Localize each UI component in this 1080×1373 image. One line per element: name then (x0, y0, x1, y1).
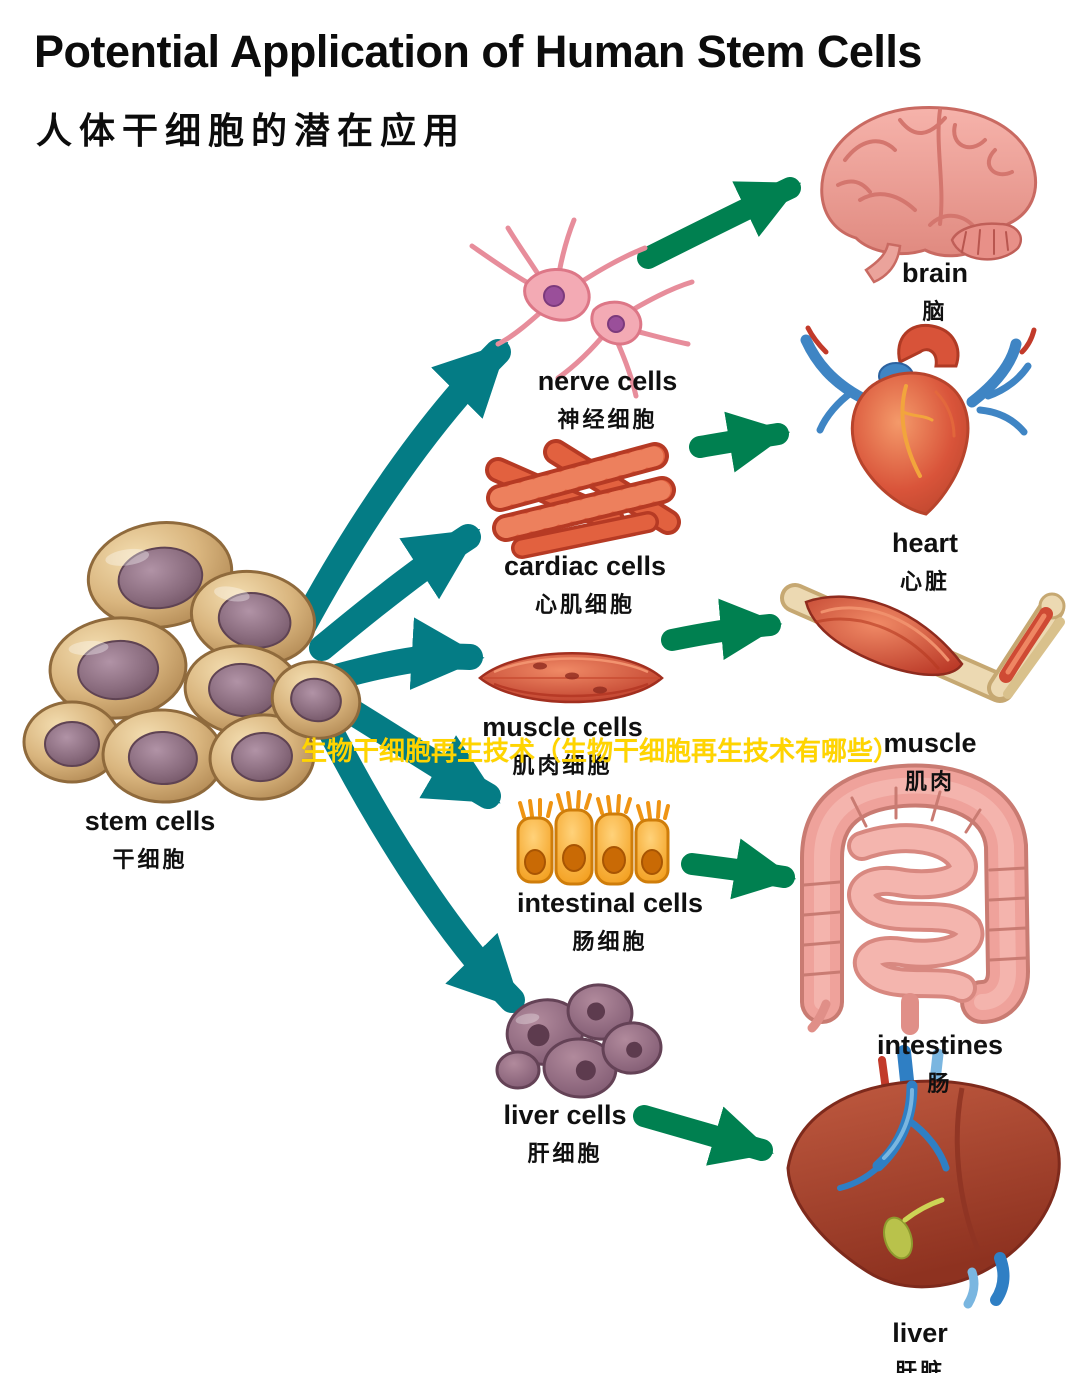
intestines-illustration (800, 763, 1031, 1035)
stem-cells-illustration (22, 521, 362, 804)
arrow-stem-to-liver-cells (313, 709, 525, 1013)
liver-label-zh: 肝脏 (894, 1359, 945, 1373)
intestinal-cells-label-zh: 肠细胞 (572, 929, 648, 954)
arrow-cardiac-to-heart (689, 411, 791, 473)
label-nerve-cells: nerve cells 神经细胞 (500, 366, 715, 434)
arrow-stem-to-nerve-cells (287, 339, 511, 645)
label-brain: brain 脑 (835, 258, 1035, 326)
nerve-cells-illustration (469, 217, 695, 399)
brain-label-en: brain (901, 258, 968, 288)
heart-label-zh: 心脏 (899, 569, 950, 594)
heart-label-en: heart (891, 528, 959, 558)
stem-cells-label-zh: 干细胞 (112, 847, 188, 872)
heart-illustration (800, 323, 1037, 516)
liver-cells-label-en: liver cells (503, 1100, 627, 1130)
brain-label-zh: 脑 (922, 299, 948, 324)
liver-cells-label-zh: 肝细胞 (527, 1141, 603, 1166)
label-liver: liver 肝脏 (820, 1318, 1020, 1373)
intestinal-cells-illustration (516, 790, 670, 886)
muscle-label-zh: 肌肉 (904, 769, 955, 794)
label-heart: heart 心脏 (825, 528, 1025, 596)
label-cardiac-cells: cardiac cells 心肌细胞 (475, 551, 695, 619)
muscle-cells-label-zh: 肌肉细胞 (512, 753, 613, 778)
nerve-cells-label-zh: 神经细胞 (557, 407, 658, 432)
intestines-label-zh: 肠 (927, 1071, 953, 1096)
muscle-cells-label-en: muscle cells (482, 712, 643, 742)
page-subtitle: 人体干细胞的潜在应用 (36, 110, 467, 151)
muscle-cell-illustration (478, 652, 664, 704)
arrow-livercells-to-liver (633, 1105, 774, 1166)
label-muscle: muscle 肌肉 (830, 728, 1030, 796)
arrow-musclecells-to-muscle (661, 598, 783, 661)
label-intestinal-cells: intestinal cells 肠细胞 (495, 888, 725, 956)
arm-muscle-illustration (780, 583, 1066, 703)
liver-cells-illustration (495, 983, 663, 1099)
cardiac-cells-label-zh: 心肌细胞 (534, 592, 635, 617)
label-muscle-cells: muscle cells 肌肉细胞 (455, 712, 670, 780)
page-title: Potential Application of Human Stem Cell… (34, 26, 922, 77)
cardiac-cells-label-en: cardiac cells (503, 551, 667, 581)
cardiac-cells-illustration (485, 439, 681, 559)
arrow-stem-to-muscle-cells (327, 617, 485, 691)
label-liver-cells: liver cells 肝细胞 (460, 1100, 670, 1168)
nerve-cells-label-en: nerve cells (537, 366, 678, 396)
label-stem-cells: stem cells 干细胞 (40, 806, 260, 874)
muscle-label-en: muscle (883, 728, 977, 758)
intestines-label-en: intestines (876, 1030, 1004, 1060)
arrow-nerve-to-brain (637, 177, 802, 269)
intestinal-cells-label-en: intestinal cells (516, 888, 704, 918)
label-intestines: intestines 肠 (840, 1030, 1040, 1098)
flow-arrows (287, 177, 802, 1166)
liver-label-en: liver (892, 1318, 948, 1348)
liver-illustration (786, 1045, 1061, 1309)
arrow-intestinalcells-to-intestines (681, 838, 797, 900)
watermark-text: 生物干细胞再生技术（生物干细胞再生技术有哪些） (300, 736, 899, 766)
stem-cells-label-en: stem cells (84, 806, 216, 836)
brain-illustration (820, 106, 1038, 284)
arrow-stem-to-cardiac-cells (309, 524, 481, 661)
